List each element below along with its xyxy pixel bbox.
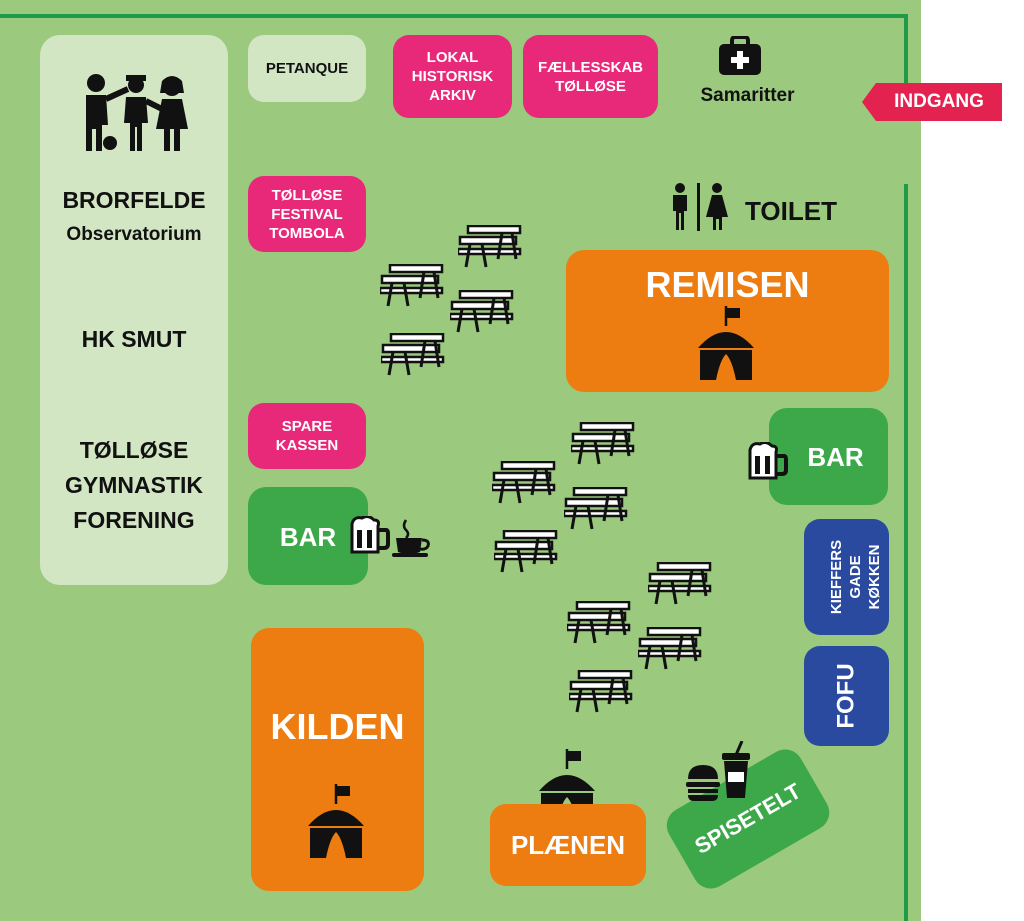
picnic-table-icon: [569, 670, 633, 714]
picnic-table-icon: [564, 487, 628, 531]
stand-bar-left-label: BAR: [279, 522, 337, 552]
picnic-table-icon: [638, 627, 702, 671]
entrance-sign: INDGANG: [862, 83, 1002, 121]
tent-icon: [306, 784, 366, 860]
left-association-block: BRORFELDE Observatorium HK SMUT TØLLØSE …: [40, 35, 228, 585]
tent-icon: [696, 306, 756, 382]
stage-kilden-label: KILDEN: [270, 706, 405, 747]
fence-right-lower: [904, 184, 908, 921]
picnic-table-icon: [648, 562, 712, 606]
stage-kilden: KILDEN: [251, 628, 424, 891]
stand-spare-kassen-label: SPARE KASSEN: [275, 418, 339, 454]
people-icon: [86, 74, 188, 151]
burger-icon: [686, 765, 720, 801]
picnic-table-icon: [571, 422, 635, 466]
picnic-table-icon: [494, 530, 558, 574]
toilet-label: TOILET: [745, 196, 837, 226]
picnic-table-icon: [380, 264, 444, 308]
stand-spare-kassen: SPARE KASSEN: [248, 403, 366, 469]
stand-kieffers: KIEFFERS GADE KØKKEN: [804, 519, 889, 635]
stand-bar-left: BAR: [248, 487, 368, 585]
drink-icon: [722, 741, 750, 798]
stage-plaenen: PLÆNEN: [490, 804, 646, 886]
stand-petanque: PETANQUE: [248, 35, 366, 102]
stage-plaenen-label: PLÆNEN: [510, 829, 626, 860]
stand-fofu: FOFU: [804, 646, 889, 746]
coffee-icon: [392, 519, 430, 557]
hk-smut-label: HK SMUT: [81, 326, 187, 352]
picnic-table-icon: [381, 333, 445, 377]
first-aid-label: Samaritter: [700, 85, 795, 106]
fence-right-upper: [904, 14, 908, 84]
stand-lokal-arkiv: LOKAL HISTORISK ARKIV: [393, 35, 512, 118]
stage-remisen: REMISEN: [566, 250, 889, 392]
stand-tombola: TØLLØSE FESTIVAL TOMBOLA: [248, 176, 366, 252]
stand-faellesskab-label: FÆLLESSKAB TØLLØSE: [538, 58, 643, 95]
picnic-table-icon: [458, 225, 522, 269]
fence-top: [0, 14, 908, 18]
stage-remisen-label: REMISEN: [645, 264, 810, 305]
stand-bar-right-label: BAR: [807, 442, 864, 472]
picnic-table-icon: [492, 461, 556, 505]
first-aid-icon: [719, 36, 761, 75]
stand-bar-right: BAR: [769, 408, 888, 505]
toilet-icon: [673, 183, 728, 231]
stand-fofu-label: FOFU: [832, 663, 860, 729]
stand-faellesskab: FÆLLESSKAB TØLLØSE: [523, 35, 658, 118]
beer-icon: [350, 516, 390, 554]
entrance-label: INDGANG: [894, 91, 984, 112]
brorfelde-title: BRORFELDE: [62, 187, 206, 213]
stand-petanque-label: PETANQUE: [265, 60, 349, 77]
stand-lokal-arkiv-label: LOKAL HISTORISK ARKIV: [411, 49, 494, 104]
brorfelde-subtitle: Observatorium: [66, 224, 202, 245]
gymnastik-label: TØLLØSE GYMNASTIK FORENING: [65, 437, 203, 533]
stand-kieffers-label: KIEFFERS GADE KØKKEN: [828, 539, 883, 615]
beer-icon: [748, 442, 788, 480]
picnic-table-icon: [567, 601, 631, 645]
picnic-table-icon: [450, 290, 514, 334]
stand-tombola-label: TØLLØSE FESTIVAL TOMBOLA: [269, 186, 345, 242]
